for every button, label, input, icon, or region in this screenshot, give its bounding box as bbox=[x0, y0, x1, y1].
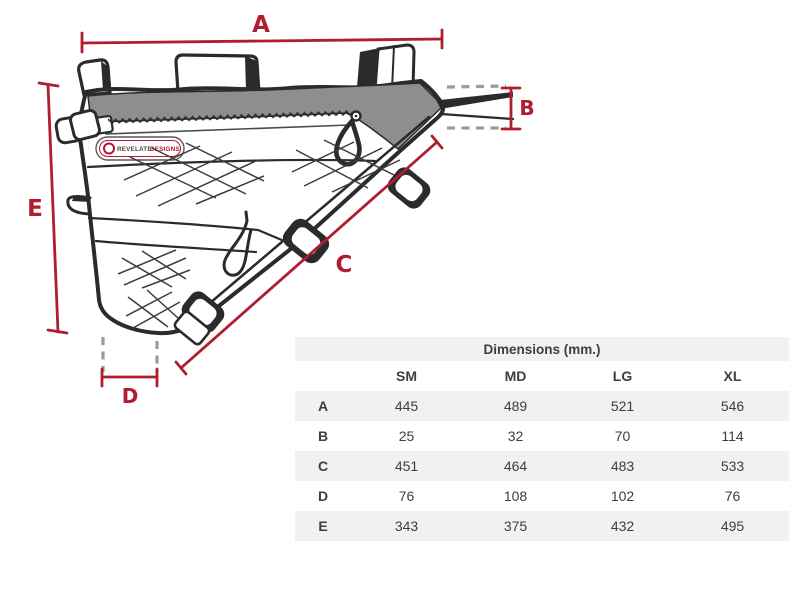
top-velcro-strap-right bbox=[357, 43, 416, 92]
table-cell: 521 bbox=[610, 398, 635, 414]
dim-label-b: B bbox=[519, 96, 534, 120]
col-header-md: MD bbox=[504, 368, 527, 384]
logo-text-designs: DESIGNS bbox=[150, 146, 180, 153]
col-header-lg: LG bbox=[612, 368, 633, 384]
table-cell: 489 bbox=[503, 398, 528, 414]
brand-logo-patch: REVELATE DESIGNS bbox=[95, 136, 185, 161]
table-cell: 495 bbox=[720, 518, 745, 534]
col-header-xl: XL bbox=[723, 368, 742, 384]
bottom-buckle bbox=[173, 310, 211, 346]
dashed-guides bbox=[101, 84, 507, 372]
table-cell: 533 bbox=[720, 458, 745, 474]
col-header-sm: SM bbox=[396, 368, 417, 384]
table-cell: 76 bbox=[398, 488, 415, 504]
table-cell: 483 bbox=[610, 458, 635, 474]
left-side-tab bbox=[66, 194, 92, 216]
row-label: A bbox=[317, 398, 329, 414]
dim-label-d: D bbox=[122, 384, 139, 408]
table-row-e: E 343 375 432 495 bbox=[295, 511, 789, 541]
diagonal-edge-straps bbox=[173, 167, 431, 346]
table-row-c: C 451 464 483 533 bbox=[295, 451, 789, 481]
table-cell: 375 bbox=[503, 518, 528, 534]
row-label: E bbox=[318, 518, 328, 534]
logo-d-mark bbox=[103, 142, 115, 155]
dimension-e: E bbox=[27, 81, 69, 335]
dimension-a: A bbox=[80, 12, 444, 54]
table-title: Dimensions (mm.) bbox=[295, 337, 789, 361]
frame-bag-illustration: REVELATE DESIGNS bbox=[54, 43, 515, 346]
table-cell: 102 bbox=[610, 488, 635, 504]
rear-strap-webbing bbox=[439, 92, 515, 121]
table-row-a: A 445 489 521 546 bbox=[295, 391, 789, 421]
row-label: B bbox=[317, 428, 329, 444]
table-cell: 432 bbox=[610, 518, 635, 534]
left-buckle bbox=[54, 109, 101, 145]
zipper-teeth bbox=[108, 108, 353, 126]
table-cell: 451 bbox=[394, 458, 419, 474]
dimension-c: C bbox=[174, 134, 444, 376]
dim-label-a: A bbox=[252, 12, 270, 38]
pull-cord-loop bbox=[222, 210, 253, 277]
table-cell: 25 bbox=[398, 428, 415, 444]
top-velcro-strap-center bbox=[174, 53, 261, 95]
table-row-d: D 76 108 102 76 bbox=[295, 481, 789, 511]
dim-label-e: E bbox=[27, 196, 43, 222]
panel-seams bbox=[86, 158, 377, 254]
dimensions-table: Dimensions (mm.) SM MD LG XL A 445 489 5… bbox=[295, 337, 789, 541]
table-row-b: B 25 32 70 114 bbox=[295, 421, 789, 451]
col-header-blank bbox=[295, 361, 351, 391]
logo-text-brand: REVELATE bbox=[117, 146, 152, 153]
table-cell: 32 bbox=[507, 428, 524, 444]
table-cell: 546 bbox=[720, 398, 745, 414]
row-label: D bbox=[317, 488, 329, 504]
table-cell: 464 bbox=[503, 458, 528, 474]
edge-binding bbox=[201, 115, 431, 311]
top-velcro-strap-left bbox=[77, 58, 112, 97]
table-cell: 108 bbox=[503, 488, 528, 504]
row-label: C bbox=[317, 458, 329, 474]
dimension-d: D bbox=[100, 367, 159, 408]
table-cell: 76 bbox=[724, 488, 741, 504]
table-cell: 343 bbox=[394, 518, 419, 534]
dimension-b: B bbox=[500, 86, 535, 131]
crosshatch-texture bbox=[117, 139, 401, 329]
table-cell: 70 bbox=[614, 428, 631, 444]
table-cell: 445 bbox=[394, 398, 419, 414]
table-cell: 114 bbox=[721, 428, 744, 444]
dim-label-c: C bbox=[336, 252, 353, 278]
zipper-pull-loop bbox=[334, 118, 362, 167]
